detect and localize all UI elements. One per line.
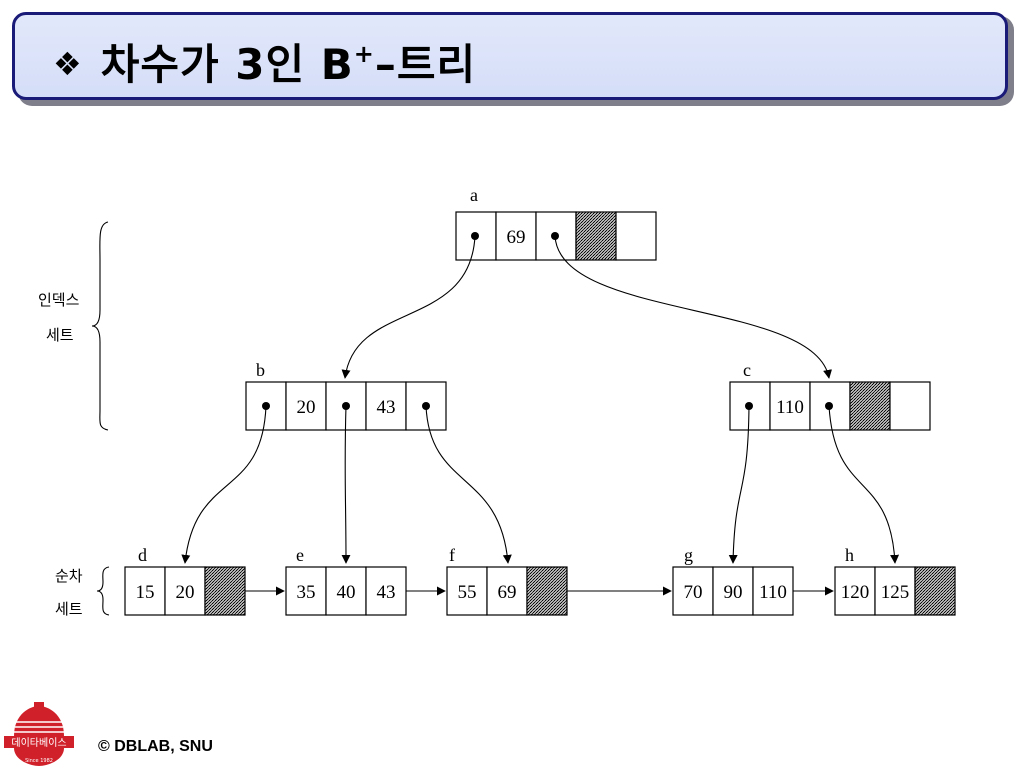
footer-copyright: © DBLAB, SNU (98, 738, 213, 755)
leaf-h: h 120 125 (834, 545, 956, 616)
leaf-g: g 70 90 110 (672, 545, 794, 616)
leaf-e-key-cell (285, 566, 327, 616)
leaf-h-key-cell (834, 566, 876, 616)
logo-since: Since 1982 (25, 758, 53, 764)
leaf-g-key: 90 (724, 582, 743, 603)
slide-title: ❖ 차수가 3인 B+–트리 (53, 31, 476, 92)
node-a-empty-key-cell (575, 211, 617, 261)
node-c-key-cell (769, 381, 811, 431)
pointer-b-to-e (341, 405, 351, 564)
node-a-key-cell (495, 211, 537, 261)
title-text-suffix: –트리 (374, 40, 477, 89)
leaf-h-key: 125 (881, 582, 910, 603)
leaf-d-key-cell (124, 566, 166, 616)
leaf-e: e 35 40 43 (285, 545, 407, 616)
leaf-g-key: 70 (684, 582, 703, 603)
node-b-key-cell (285, 381, 327, 431)
leaf-h-empty-cell (914, 566, 956, 616)
pointer-a-to-b (341, 235, 476, 379)
diamond-bullet-icon: ❖ (53, 45, 83, 83)
node-a: a 69 (455, 185, 657, 261)
leaf-e-key: 35 (297, 582, 316, 603)
dblab-logo: 데이타베이스 Since 1982 (0, 700, 78, 768)
leaf-g-key: 110 (759, 582, 787, 603)
node-c-label: c (743, 360, 751, 380)
node-c: c 110 (729, 360, 931, 431)
tree-pointers (181, 235, 900, 564)
node-c-empty-key-cell (849, 381, 891, 431)
leaf-d-key: 20 (176, 582, 195, 603)
node-c-key: 110 (776, 397, 804, 418)
leaf-g-label: g (684, 545, 693, 565)
leaf-d-empty-cell (204, 566, 246, 616)
index-set-label-line1: 인덱스 (38, 291, 80, 309)
pointer-b-to-d (181, 405, 267, 564)
node-b-label: b (256, 360, 265, 380)
node-a-empty-pointer-cell (615, 211, 657, 261)
pointer-b-to-f (425, 405, 512, 564)
leaf-d: d 15 20 (124, 545, 246, 616)
node-a-key: 69 (507, 227, 526, 248)
node-b-key: 43 (377, 397, 396, 418)
leaf-g-key-cell (672, 566, 714, 616)
node-b-key: 20 (297, 397, 316, 418)
logo-text: 데이타베이스 (11, 737, 66, 749)
sequence-set-brace (96, 566, 110, 616)
leaf-f-empty-cell (526, 566, 568, 616)
leaf-h-key-cell (874, 566, 916, 616)
pointer-c-to-h (828, 405, 900, 564)
node-b-key-cell (365, 381, 407, 431)
leaf-f-key: 55 (458, 582, 477, 603)
node-a-label: a (470, 185, 478, 205)
node-c-empty-pointer-cell (889, 381, 931, 431)
leaf-d-key: 15 (136, 582, 155, 603)
leaf-e-key-cell (365, 566, 407, 616)
leaf-h-key: 120 (841, 582, 870, 603)
leaf-h-label: h (845, 545, 854, 565)
title-bar: ❖ 차수가 3인 B+–트리 (12, 12, 1008, 100)
leaf-e-key: 40 (337, 582, 356, 603)
title-superscript: + (353, 40, 375, 68)
sequence-set-label-line2: 세트 (55, 600, 83, 618)
leaf-f-key: 69 (498, 582, 517, 603)
leaf-d-label: d (138, 545, 147, 565)
index-set-label-line2: 세트 (46, 326, 74, 344)
sequence-set-label-line1: 순차 (55, 567, 83, 585)
leaf-e-label: e (296, 545, 304, 565)
leaf-d-key-cell (164, 566, 206, 616)
title-text-main: 차수가 3인 B (100, 40, 354, 89)
pointer-c-to-g (728, 405, 750, 564)
leaf-f: f 55 69 (446, 545, 568, 616)
index-set-brace (91, 221, 109, 431)
leaf-f-label: f (449, 545, 455, 565)
leaf-e-key: 43 (377, 582, 396, 603)
pointer-a-to-c (554, 235, 832, 379)
